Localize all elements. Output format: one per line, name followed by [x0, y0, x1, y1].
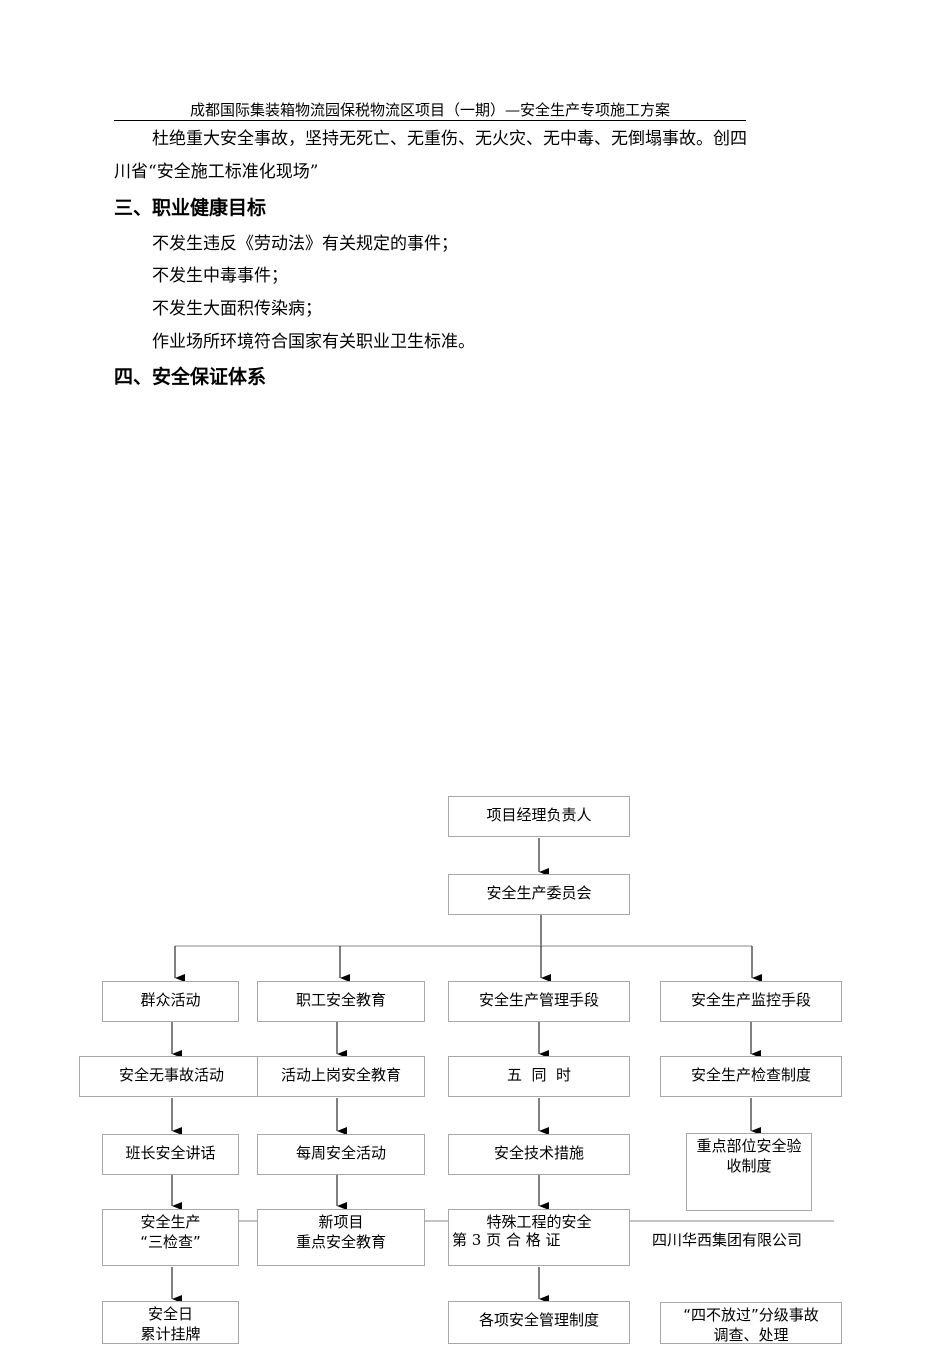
- chart-box-line: 累计挂牌: [140, 1325, 201, 1343]
- footer-overlay-certificate: 合 格 证: [506, 1231, 561, 1249]
- chart-box-line: 安全生产: [140, 1213, 201, 1231]
- chart-box-col2-1: 职工安全教育: [257, 981, 425, 1022]
- document-header-title: 成都国际集装箱物流园保税物流区项目（一期）—安全生产专项施工方案: [114, 100, 746, 121]
- chart-box-col4-3: 重点部位安全验收制度: [686, 1133, 812, 1211]
- chart-box-col3-1: 安全生产管理手段: [448, 981, 630, 1022]
- chart-box-project-manager: 项目经理负责人: [448, 796, 630, 837]
- chart-box-safety-committee: 安全生产委员会: [448, 874, 630, 915]
- chart-box-col1-2: 安全无事故活动: [79, 1056, 264, 1097]
- paragraph-line-1: 杜绝重大安全事故，坚持无死亡、无重伤、无火灾、无中毒、无倒塌事故。创四: [152, 129, 747, 149]
- paragraph-line-2: 川省“安全施工标准化现场”: [114, 162, 319, 182]
- chart-box-line: 收制度: [726, 1157, 772, 1175]
- chart-box-col3-3: 安全技术措施: [448, 1134, 630, 1175]
- section-4-heading: 四、安全保证体系: [114, 366, 267, 388]
- section-3-item-1: 不发生违反《劳动法》有关规定的事件；: [152, 234, 458, 254]
- chart-box-line: “三检查”: [140, 1233, 201, 1251]
- section-3-item-3: 不发生大面积传染病；: [152, 299, 322, 319]
- chart-box-line: 调查、处理: [713, 1326, 789, 1344]
- chart-box-col4-1: 安全生产监控手段: [660, 981, 842, 1022]
- section-3-item-4: 作业场所环境符合国家有关职业卫生标准。: [152, 332, 475, 352]
- section-3-item-2: 不发生中毒事件；: [152, 266, 288, 286]
- footer-page-number: 第 3 页: [452, 1231, 502, 1249]
- chart-box-line: 新项目: [318, 1213, 364, 1231]
- chart-box-line: 重点部位安全验: [696, 1137, 802, 1155]
- chart-box-col2-3: 每周安全活动: [257, 1134, 425, 1175]
- chart-box-col1-1: 群众活动: [102, 981, 239, 1022]
- chart-box-col3-2: 五 同 时: [448, 1056, 630, 1097]
- chart-box-col4-4: “四不放过”分级事故调查、处理: [660, 1302, 842, 1344]
- chart-box-line: “四不放过”分级事故: [683, 1306, 819, 1324]
- chart-box-col4-2: 安全生产检查制度: [660, 1056, 842, 1097]
- chart-box-col3-4: 特殊工程的安全: [448, 1209, 630, 1266]
- footer-company-name: 四川华西集团有限公司: [652, 1231, 803, 1249]
- chart-box-col2-4: 新项目重点安全教育: [257, 1209, 425, 1266]
- chart-box-col1-5: 安全日累计挂牌: [102, 1301, 239, 1344]
- chart-box-line: 重点安全教育: [295, 1233, 386, 1251]
- section-3-heading: 三、职业健康目标: [114, 197, 267, 219]
- chart-box-col3-5: 各项安全管理制度: [448, 1301, 630, 1344]
- chart-box-col1-4: 安全生产 “三检查”: [102, 1209, 239, 1266]
- chart-box-col2-2: 活动上岗安全教育: [257, 1056, 425, 1097]
- chart-box-col1-3: 班长安全讲话: [102, 1134, 239, 1175]
- chart-box-line: 安全日: [147, 1305, 193, 1323]
